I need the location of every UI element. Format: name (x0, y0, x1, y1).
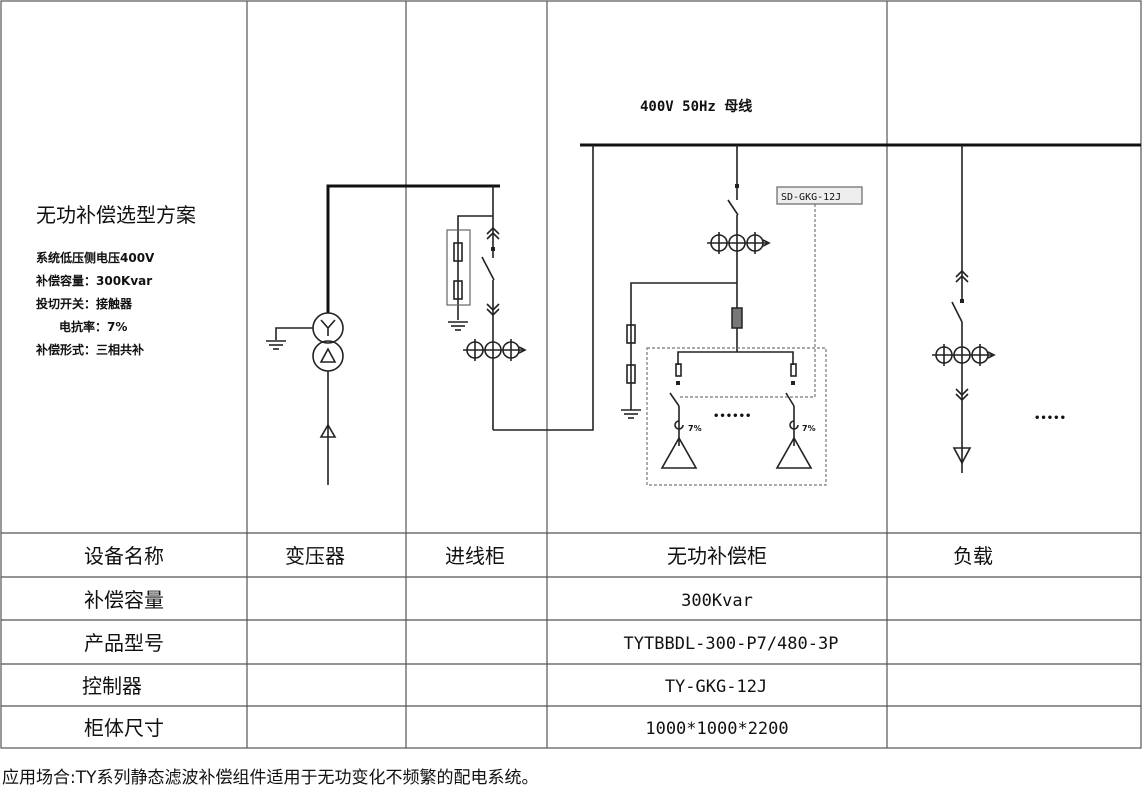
row-header: 柜体尺寸 (84, 716, 164, 740)
branch-ellipsis: •••••• (713, 411, 751, 422)
cell: 变压器 (285, 544, 345, 568)
reactance-label-left: 7% (688, 424, 702, 433)
cell: TYTBBDL-300-P7/480-3P (624, 634, 839, 654)
table-row: 补偿容量 300Kvar (84, 588, 753, 612)
table-row: 设备名称 变压器 进线柜 无功补偿柜 负载 (84, 544, 993, 568)
capacitor-branch-left: 7% (660, 363, 702, 469)
busbar: 400V 50Hz 母线 (580, 98, 1141, 147)
compensation-cabinet-symbol: 7% 7% •••••• SD-GKG-12J (620, 145, 863, 486)
row-header: 产品型号 (84, 631, 164, 655)
row-header: 设备名称 (84, 544, 164, 568)
application-note: 应用场合:TY系列静态滤波补偿组件适用于无功变化不频繁的配电系统。 (2, 768, 539, 788)
bus-label: 400V 50Hz 母线 (640, 98, 752, 115)
row-header: 控制器 (82, 674, 142, 698)
load-ellipsis: ••••• (1034, 413, 1066, 424)
table-row: 产品型号 TYTBBDL-300-P7/480-3P (84, 631, 838, 655)
scheme-title: 无功补偿选型方案 (36, 203, 196, 227)
scheme-form: 补偿形式：三相共补 (35, 342, 144, 357)
cell: 负载 (953, 544, 993, 568)
cell: TY-GKG-12J (665, 677, 767, 697)
cell: 进线柜 (445, 544, 505, 568)
cell: 300Kvar (681, 591, 753, 611)
reactance-label-right: 7% (802, 424, 816, 433)
load-symbol: ••••• (931, 145, 1066, 473)
cell: 1000*1000*2200 (645, 719, 788, 739)
controller-label: SD-GKG-12J (781, 192, 841, 203)
cell: 无功补偿柜 (667, 544, 767, 568)
transformer-symbol (265, 184, 500, 485)
equipment-table: 设备名称 变压器 进线柜 无功补偿柜 负载 补偿容量 300Kvar 产品型号 … (82, 544, 993, 740)
capacitor-branch-right: 7% (775, 363, 816, 469)
incoming-cabinet-symbol (446, 145, 594, 431)
scheme-capacity: 补偿容量：300Kvar (35, 273, 152, 288)
scheme-reactance: 电抗率：7% (59, 319, 127, 334)
table-row: 柜体尺寸 1000*1000*2200 (84, 716, 789, 740)
scheme-voltage: 系统低压侧电压400V (36, 250, 155, 265)
scheme-info: 无功补偿选型方案 系统低压侧电压400V 补偿容量：300Kvar 投切开关：接… (35, 203, 196, 357)
scheme-switch: 投切开关：接触器 (36, 296, 133, 311)
table-grid (0, 0, 1142, 749)
table-row: 控制器 TY-GKG-12J (82, 674, 767, 698)
row-header: 补偿容量 (84, 588, 164, 612)
